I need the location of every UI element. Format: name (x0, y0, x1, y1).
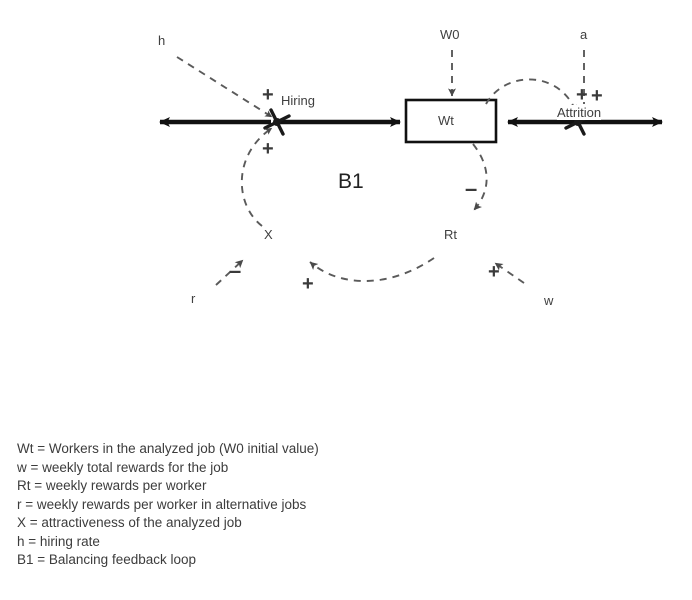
hiring-valve-icon (263, 108, 291, 136)
flow-label-hiring: Hiring (281, 93, 315, 108)
link-rt-to-x (309, 257, 435, 282)
flow-label-attrition: Attrition (557, 105, 602, 120)
variable-label-h: h (158, 33, 166, 48)
link-wt-to-rt (472, 143, 488, 211)
legend-line: B1 = Balancing feedback loop (17, 552, 197, 567)
link-x-to-hiring (240, 127, 273, 227)
link-w-to-rt (494, 262, 525, 284)
variable-label-w0: W0 (440, 27, 460, 42)
link-wt-to-attrition (485, 78, 577, 113)
link-h-to-hiring (176, 56, 273, 118)
polarity-a-to-attrition-left: + (576, 84, 588, 106)
polarity-rt-to-x: + (302, 273, 314, 295)
legend: Wt = Workers in the analyzed job (W0 ini… (17, 440, 437, 570)
legend-line: Rt = weekly rewards per worker (17, 478, 207, 493)
variable-label-r: r (191, 291, 196, 306)
polarity-a-to-attrition-right: + (591, 85, 603, 107)
variable-label-x: X (264, 227, 273, 242)
legend-line: Wt = Workers in the analyzed job (W0 ini… (17, 441, 319, 456)
polarity-r-to-x: – (229, 258, 242, 283)
legend-line: r = weekly rewards per worker in alterna… (17, 496, 307, 512)
legend-line: h = hiring rate (17, 533, 100, 549)
link-r-to-x (215, 259, 244, 286)
legend-line: w = weekly total rewards for the job (17, 459, 229, 475)
legend-line: X = attractiveness of the analyzed job (17, 515, 242, 530)
polarity-w-to-rt: + (488, 261, 500, 283)
polarity-x-to-hiring: + (262, 138, 274, 160)
stock-label-wt: Wt (438, 113, 454, 128)
polarity-wt-to-rt: – (465, 176, 478, 201)
variable-label-rt: Rt (444, 227, 457, 242)
variable-label-a: a (580, 27, 588, 42)
loop-label-b1: B1 (338, 170, 364, 193)
variable-label-w: w (544, 293, 554, 308)
polarity-h-to-hiring: + (262, 84, 274, 106)
stock-box-wt (404, 98, 498, 144)
